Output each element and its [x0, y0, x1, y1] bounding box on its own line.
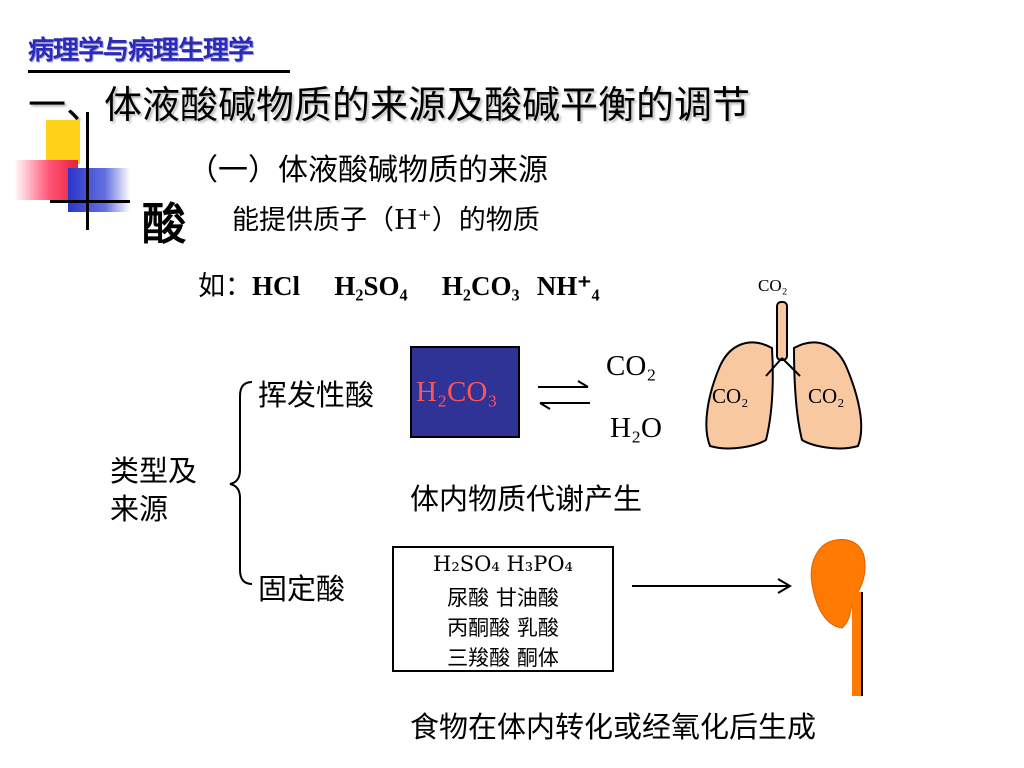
example-h2co3: H₂CO₃: [441, 271, 520, 301]
lung-co2-top-label: CO₂: [758, 276, 788, 295]
example-hcl: HCl: [252, 271, 301, 301]
fixed-acid-row: 尿酸 甘油酸: [447, 586, 559, 610]
arrow-right-icon: [632, 578, 792, 594]
fixed-acid-label: 固定酸: [258, 572, 346, 606]
decoration-blue-square: [68, 168, 130, 212]
kidney-icon: [810, 539, 866, 696]
h2co3-label: H₂CO₃: [416, 376, 498, 408]
volatile-acid-label: 挥发性酸: [258, 378, 375, 412]
acid-examples: 如：HCl H₂SO₄ H₂CO₃ NH⁺₄: [198, 264, 600, 303]
decoration-yellow-square: [46, 120, 80, 164]
product-h2o: H₂O: [610, 412, 662, 444]
brace-icon: [229, 381, 253, 585]
fixed-acid-row: 丙酮酸 乳酸: [447, 616, 559, 640]
example-nh4: NH⁺₄: [536, 271, 600, 301]
course-title: 病理学与病理生理学: [28, 36, 254, 66]
examples-prefix: 如：: [198, 271, 252, 302]
fixed-acid-row: H₂SO₄ H₃PO₄: [433, 552, 573, 576]
course-underline: [28, 70, 290, 73]
equilibrium-arrows-icon: [538, 380, 590, 410]
section-subtitle: （一）体液酸碱物质的来源: [188, 153, 548, 188]
fixed-acid-row: 三羧酸 酮体: [447, 646, 559, 670]
lung-co2-left: CO₂: [712, 384, 749, 408]
lung-co2-right: CO₂: [808, 384, 845, 408]
decoration-vertical-line: [86, 112, 89, 230]
types-label: 类型及来源: [110, 454, 198, 526]
decoration-red-square: [14, 160, 78, 200]
acid-definition: 能提供质子（H⁺）的物质: [232, 205, 540, 236]
h2co3-box: [410, 346, 520, 438]
acid-heading: 酸: [142, 199, 186, 250]
decoration-horizontal-line: [50, 200, 130, 203]
volatile-source-text: 体内物质代谢产生: [410, 482, 643, 516]
product-co2: CO₂: [606, 350, 657, 382]
fixed-acid-box: H₂SO₄ H₃PO₄ 尿酸 甘油酸 丙酮酸 乳酸 三羧酸 酮体: [392, 546, 614, 672]
slide-title: 一、体液酸碱物质的来源及酸碱平衡的调节: [28, 83, 751, 127]
fixed-source-text: 食物在体内转化或经氧化后生成: [410, 710, 817, 744]
example-h2so4: H₂SO₄: [334, 271, 408, 301]
lungs-icon: [705, 301, 863, 450]
